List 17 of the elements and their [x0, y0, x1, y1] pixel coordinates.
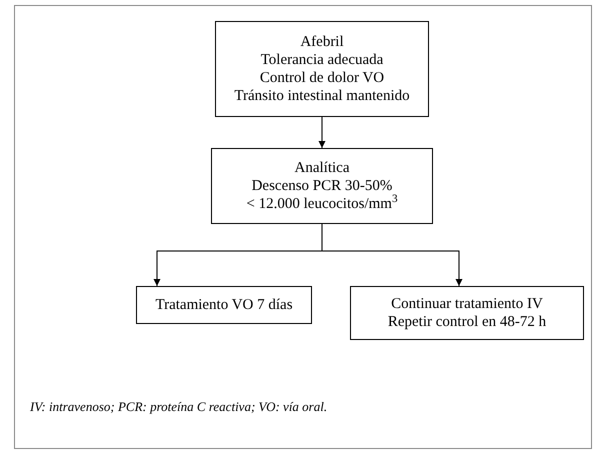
- box-text: Descenso PCR 30-50%: [252, 177, 392, 195]
- arrow: [318, 116, 326, 148]
- arrow: [322, 224, 462, 286]
- box-text: Control de dolor VO: [260, 69, 384, 87]
- box-text: Tolerancia adecuada: [260, 51, 384, 69]
- footnote: IV: intravenoso; PCR: proteína C reactiva; VO: vía oral.: [30, 398, 328, 416]
- box-text: Analítica: [294, 159, 350, 177]
- box-text: Repetir control en 48-72 h: [388, 313, 546, 331]
- box-text: Tránsito intestinal mantenido: [234, 87, 410, 105]
- box-text: Afebril: [300, 33, 344, 51]
- text-box: [136, 286, 312, 324]
- text-box: [350, 286, 584, 340]
- box-text: Tratamiento VO 7 días: [155, 296, 293, 314]
- text-box: [215, 21, 429, 117]
- box-text: Continuar tratamiento IV: [391, 295, 543, 313]
- text-box: [211, 148, 433, 224]
- box-text: < 12.000 leucocitos/mm$^{3}$: [246, 195, 398, 213]
